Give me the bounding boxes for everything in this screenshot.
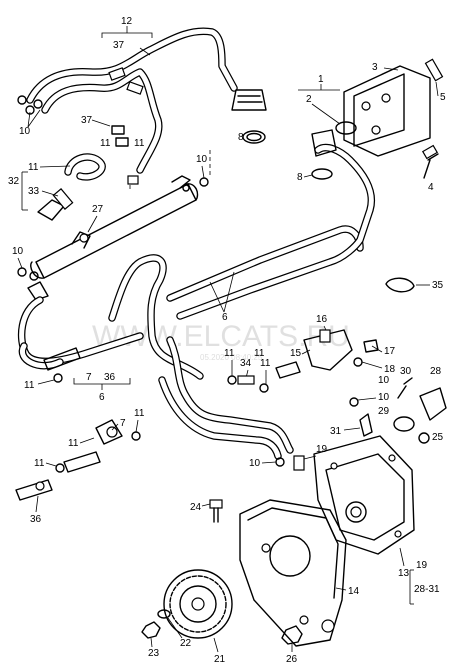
mounting-bolt <box>209 499 223 523</box>
callout-17: 17 <box>384 346 396 357</box>
callout-37: 37 <box>113 40 125 51</box>
callout-1: 1 <box>318 74 324 85</box>
callout-7-b: 7 <box>120 418 126 429</box>
callout-23: 23 <box>148 648 160 659</box>
callout-7-a: 7 <box>86 372 92 383</box>
callout-11-a: 11 <box>100 138 111 149</box>
callout-10-c: 10 <box>12 246 24 257</box>
callout-6-a: 6 <box>222 312 228 323</box>
callout-5: 5 <box>440 92 446 103</box>
washer <box>157 609 171 619</box>
callout-10-b: 10 <box>196 154 208 165</box>
callout-10-a: 10 <box>19 126 31 137</box>
callout-19-b: 19 <box>416 560 428 571</box>
fuel-rail <box>30 175 199 279</box>
high-pressure-pump <box>313 435 415 555</box>
callout-11-f: 11 <box>260 358 271 369</box>
callout-4: 4 <box>428 182 434 193</box>
callout-11-d: 11 <box>24 380 35 391</box>
callout-36-a: 36 <box>104 372 116 383</box>
callout-30: 30 <box>400 366 412 377</box>
callout-13: 13 <box>398 568 410 579</box>
callout-35: 35 <box>432 280 444 291</box>
callout-27: 27 <box>92 204 104 215</box>
hex-nut <box>141 621 161 639</box>
callout-12: 12 <box>121 16 133 27</box>
watermark-timestamp: 05.2020 08:40:25 <box>200 353 263 362</box>
pressure-sensor <box>311 129 337 180</box>
high-pressure-pump-upper <box>335 58 444 157</box>
pressure-valve <box>95 419 123 445</box>
callout-26: 26 <box>286 654 298 665</box>
fuel-connector-assembly <box>37 153 106 221</box>
fuel-line-network <box>17 143 376 460</box>
callout-2: 2 <box>306 94 312 105</box>
callout-32: 32 <box>8 176 20 187</box>
callout-34: 34 <box>240 358 252 369</box>
callout-36-b: 36 <box>30 514 42 525</box>
callout-10-e: 10 <box>249 458 261 469</box>
retaining-clip <box>385 277 415 293</box>
callout-11-j: 11 <box>254 348 265 359</box>
callout-22: 22 <box>180 638 192 649</box>
callout-11-g: 11 <box>134 408 145 419</box>
callout-18: 18 <box>384 364 396 375</box>
callout-19-a: 19 <box>316 444 328 455</box>
mounting-bracket <box>275 329 353 379</box>
callout-29: 29 <box>378 406 390 417</box>
callout-11-e: 11 <box>224 348 235 359</box>
flange-bolt <box>281 625 303 645</box>
callout-15: 15 <box>290 348 302 359</box>
callout-8-a: 8 <box>238 132 244 143</box>
callout-16: 16 <box>316 314 328 325</box>
callout-10-d: 10 <box>378 392 390 403</box>
callout-11-i: 11 <box>34 458 45 469</box>
drive-sprocket <box>163 569 233 639</box>
callout-14: 14 <box>348 586 360 597</box>
callout-11-c: 11 <box>28 162 39 173</box>
callout-11-b: 11 <box>134 138 145 149</box>
callout-37-b: 37 <box>81 115 93 126</box>
callout-11-h: 11 <box>68 438 79 449</box>
callout-8-b: 8 <box>297 172 303 183</box>
callout-21: 21 <box>214 654 226 665</box>
callout-33: 33 <box>28 186 40 197</box>
pump-mounting-plate <box>239 499 347 647</box>
callout-25: 25 <box>432 432 444 443</box>
callout-3: 3 <box>372 62 378 73</box>
callout-28: 28 <box>430 366 442 377</box>
top-fuel-pipe-assembly <box>26 27 267 174</box>
callout-31: 31 <box>330 426 342 437</box>
callout-28-31: 28-31 <box>414 584 440 595</box>
callout-24: 24 <box>190 502 202 513</box>
callout-10-f: 10 <box>378 375 390 386</box>
callout-6-b: 6 <box>99 392 105 403</box>
